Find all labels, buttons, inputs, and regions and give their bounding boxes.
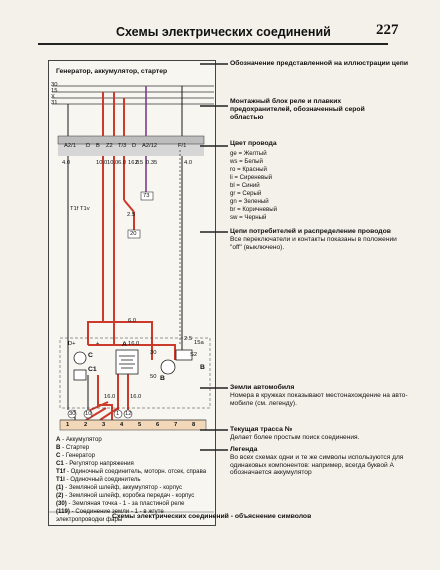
component-s2: S2 bbox=[190, 352, 198, 358]
component-c1: C1 bbox=[88, 366, 97, 373]
wire-color-item: gn = Зеленый bbox=[230, 198, 269, 205]
wire-size: 16.0 bbox=[104, 394, 116, 400]
ground-points bbox=[67, 409, 133, 419]
connector-73 bbox=[140, 191, 154, 201]
connector-73-label: 73 bbox=[143, 193, 150, 199]
starter-symbol bbox=[160, 359, 176, 375]
wire-size: 16.0 bbox=[128, 341, 140, 347]
wire-size: 10.0 bbox=[107, 160, 119, 166]
marker-x: X bbox=[51, 94, 55, 100]
wire-size: 2.5 bbox=[184, 336, 193, 342]
connector-20-label: 20 bbox=[130, 231, 137, 237]
fuse-label: F/1 bbox=[178, 143, 187, 149]
ground-label: 1 bbox=[116, 411, 120, 417]
wire-size: 2.5 bbox=[135, 160, 144, 166]
generator-symbol bbox=[73, 351, 87, 365]
terminal-50: 50 bbox=[150, 374, 157, 380]
annotation-consumers-text: Все переключатели и контакты показаны в … bbox=[230, 236, 397, 251]
track-number: 3 bbox=[102, 422, 106, 428]
marker-15: 15 bbox=[51, 88, 58, 94]
component-t1f: T1f bbox=[70, 206, 79, 212]
annotation-legend-text: Во всех схемах одни и те же символы испо… bbox=[230, 454, 404, 477]
component-area bbox=[59, 337, 211, 409]
marker-30: 30 bbox=[51, 82, 58, 88]
footer-caption: Схемы электрических соединений - объясне… bbox=[112, 513, 312, 520]
bus-lines bbox=[52, 85, 214, 105]
annotation-circuit: Обозначение представленной на иллюстраци… bbox=[230, 60, 409, 67]
track-number: 4 bbox=[120, 422, 124, 428]
battery-symbol bbox=[115, 349, 139, 375]
page-number: 227 bbox=[376, 22, 399, 38]
component-d-plus: D+ bbox=[68, 341, 76, 347]
wire-size: 16.0 bbox=[130, 394, 142, 400]
annotation-legend-title: Легенда bbox=[230, 446, 258, 453]
track-number: 5 bbox=[138, 422, 142, 428]
fuse-strip bbox=[57, 135, 205, 145]
annotation-relay-block: Монтажный блок реле и плавких предохрани… bbox=[230, 98, 365, 121]
track-number: 1 bbox=[66, 422, 70, 428]
wire-size: 2.5 bbox=[127, 212, 136, 218]
wire-color-item: ro = Красный bbox=[230, 166, 267, 173]
annotation-track-text: Делает более простым поиск соединения. bbox=[230, 434, 360, 441]
wire-color-item: ge = Желтый bbox=[230, 150, 267, 157]
wire-color-item: bl = Синий bbox=[230, 182, 260, 189]
regulator-symbol bbox=[73, 369, 87, 381]
battery-cells bbox=[119, 355, 135, 369]
wire-color-item: sw = Черный bbox=[230, 214, 267, 221]
wire-size: 4.0 bbox=[184, 160, 193, 166]
wire-color-item: gr = Серый bbox=[230, 190, 262, 197]
wire-size: 10.0 bbox=[96, 160, 108, 166]
component-t1v: T1v bbox=[80, 206, 90, 212]
component-b: B bbox=[200, 364, 205, 371]
track-highlight bbox=[59, 419, 207, 431]
connector-20 bbox=[127, 229, 141, 239]
header-rule bbox=[38, 43, 388, 45]
annotation-ground-text: Номера в кружках показывают местонахожде… bbox=[230, 392, 408, 407]
track-number: 7 bbox=[174, 422, 178, 428]
fuse-label: A2/1 bbox=[64, 143, 76, 149]
fuse-label: T/3 bbox=[118, 143, 127, 149]
track-number: 8 bbox=[192, 422, 196, 428]
wire-size: 6.0 bbox=[128, 318, 137, 324]
component-b-inner: B bbox=[160, 375, 165, 382]
page-title: Схемы электрических соединений bbox=[116, 25, 331, 39]
wire-size: 4.0 bbox=[62, 160, 71, 166]
wire-size: 6.0 bbox=[118, 160, 127, 166]
track-number: 6 bbox=[156, 422, 160, 428]
track-number: 2 bbox=[84, 422, 88, 428]
component-a: A bbox=[122, 341, 127, 348]
red-wires bbox=[85, 92, 176, 421]
annotation-track-title: Текущая трасса № bbox=[230, 426, 293, 433]
fuse-label: D bbox=[86, 143, 91, 149]
wire-size: 16.0 bbox=[128, 160, 140, 166]
fuse-label: B bbox=[96, 143, 100, 149]
ground-label: 10 bbox=[85, 411, 92, 417]
starter-solenoid bbox=[175, 349, 193, 361]
ground-label: 30 bbox=[69, 411, 76, 417]
terminal-15a: 15a bbox=[194, 340, 204, 346]
wire-color-item: li = Сиреневый bbox=[230, 174, 273, 181]
leader-lines bbox=[200, 63, 228, 451]
ground-label: 12 bbox=[125, 411, 132, 417]
wire-color-item: ws = Белый bbox=[230, 158, 263, 165]
fuse-label: Z2 bbox=[106, 143, 113, 149]
black-wires bbox=[67, 86, 183, 420]
diagram-title: Генератор, аккумулятор, стартер bbox=[56, 68, 168, 75]
page-header: Схемы электрических соединений 227 bbox=[8, 20, 399, 44]
annotation-consumers-title: Цепи потребителей и распределение провод… bbox=[230, 228, 391, 235]
wire-color-item: br = Коричневый bbox=[230, 206, 278, 213]
fuse-label: D bbox=[132, 143, 137, 149]
annotation-ground-title: Земли автомобиля bbox=[230, 384, 295, 391]
annotation-wire-color-title: Цвет провода bbox=[230, 140, 277, 147]
wire-size: 0.35 bbox=[146, 160, 158, 166]
fuse-label: A2/12 bbox=[142, 143, 158, 149]
component-plus: + bbox=[96, 341, 100, 347]
marker-31: 31 bbox=[51, 100, 58, 106]
terminal-30: 30 bbox=[150, 350, 157, 356]
component-c: C bbox=[88, 352, 93, 359]
